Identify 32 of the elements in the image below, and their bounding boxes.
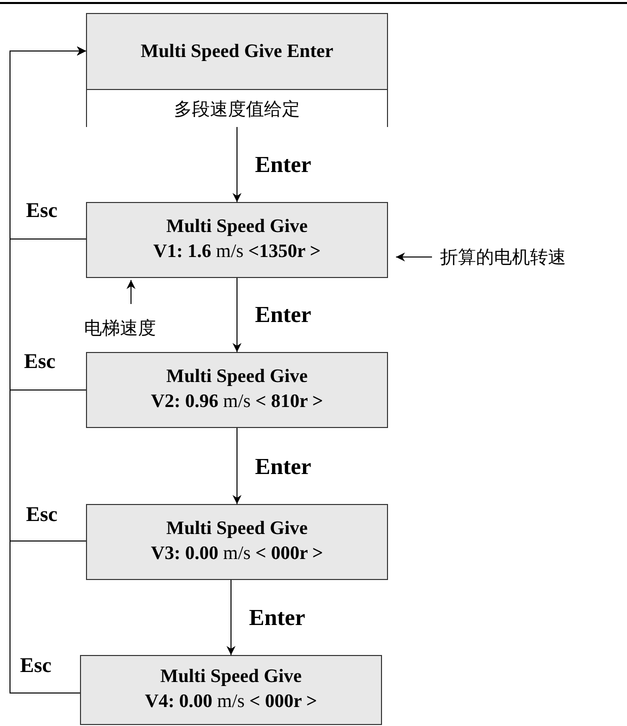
annotation-text: 折算的电机转速 <box>440 243 626 271</box>
arrow <box>226 580 236 656</box>
edge-label: Esc <box>24 351 56 372</box>
arrow <box>232 278 242 352</box>
annotation-text: 电梯速度 <box>84 314 184 342</box>
edge-label: Esc <box>26 200 58 221</box>
speed-value: V4: 0.00 m/s < 000r > <box>144 690 318 714</box>
leader-arrow <box>396 252 432 262</box>
arrow <box>232 428 242 504</box>
edge-label: Enter <box>255 153 312 176</box>
speed-value: V3: 0.00 m/s < 000r > <box>150 542 324 566</box>
title-box <box>86 13 388 127</box>
arrow <box>232 126 242 202</box>
edge-label: Enter <box>249 606 306 629</box>
menu-box <box>86 202 388 278</box>
box-title: Multi Speed Give <box>160 665 302 689</box>
menu-box <box>86 504 388 580</box>
menu-box <box>80 655 382 725</box>
box-title: Multi Speed Give <box>166 365 308 389</box>
edge-label: Esc <box>26 504 58 525</box>
leader-arrow <box>126 280 136 304</box>
box-title: Multi Speed Give <box>166 215 308 239</box>
edge-label: Enter <box>255 303 312 326</box>
box-subtitle: 多段速度值给定 <box>87 89 387 127</box>
speed-value: V2: 0.96 m/s < 810r > <box>150 390 324 414</box>
speed-value: V1: 1.6 m/s <1350r > <box>153 240 321 264</box>
edge-label: Enter <box>255 455 312 478</box>
box-title: Multi Speed Give Enter <box>87 14 387 89</box>
menu-box <box>86 352 388 428</box>
arrow <box>10 46 86 694</box>
edge-label: Esc <box>20 655 52 676</box>
box-title: Multi Speed Give <box>166 517 308 541</box>
